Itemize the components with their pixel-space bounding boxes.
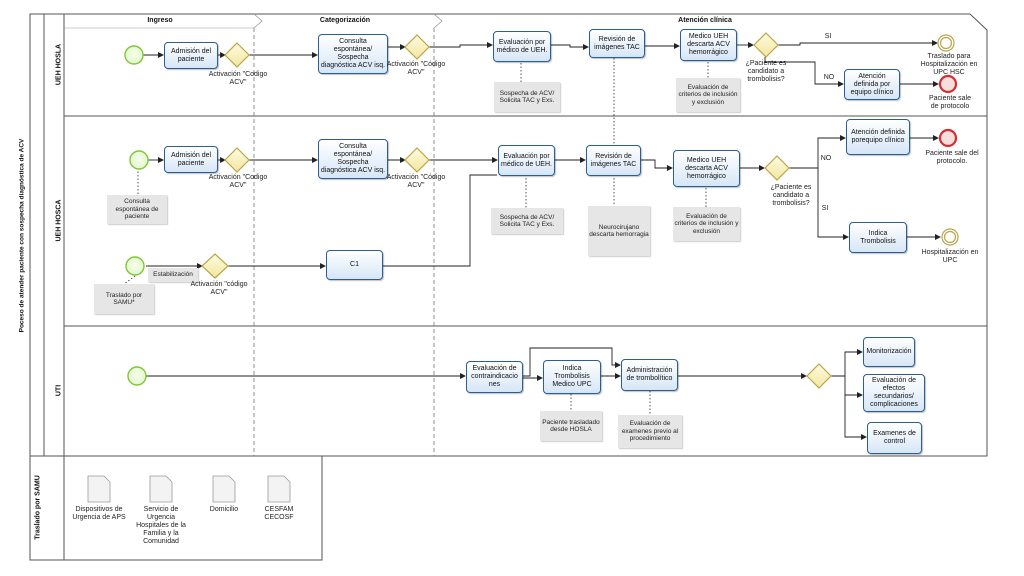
annotation-estabilizacion: Estabilización [148, 268, 198, 282]
task-evaluacion-2[interactable]: Evaluación por médico de UEH. [498, 145, 555, 176]
gateway-activacion-2 [404, 34, 430, 60]
label-activacion-1: Activación "Codigo ACV" [208, 71, 268, 86]
lane-samu: Traslado por SAMU [34, 475, 42, 540]
lane-uehhosla: UEH HOSLA [55, 43, 63, 86]
gateway-activacion-5 [201, 253, 229, 279]
gateway-activacion-1 [224, 42, 250, 68]
label-candidato-2: ¿Paciente es candidato a trombolisis? [770, 184, 812, 207]
gateways [201, 32, 832, 389]
task-admision-1[interactable]: Admisión del paciente [164, 42, 218, 69]
gateway-activacion-4 [404, 147, 430, 173]
label-si-1: SI [824, 33, 832, 40]
doc-label-servicio-urgencia: Servicio de Urgencia Hospitales de la Fa… [136, 506, 186, 545]
end-event-sale-protocolo-2 [938, 128, 958, 148]
task-medico-1[interactable]: Medico UEH descarta ACV hemorrágico [680, 29, 737, 61]
task-administracion[interactable]: Administración de trombolítico [621, 359, 678, 391]
annotation-paciente-trasladado: Paciente trasladado desde HOSLA [540, 411, 602, 441]
task-indica-medico-upc[interactable]: Indica Trombolisis Medico UPC [543, 360, 601, 394]
task-atencion-2[interactable]: Atención definida porequipo clínico [846, 119, 910, 155]
associations [123, 58, 709, 415]
samu-pool [29, 455, 323, 561]
doc-label-aps: Dispositivos de Urgencia de APS [72, 506, 126, 521]
document-icon [149, 475, 173, 503]
doc-label-cesfam: CESFAM CECOSF [264, 506, 294, 521]
annotation-consulta-espontanea: Consulta espontánea de paciente [107, 195, 167, 224]
task-eval-contraindicaciones[interactable]: Evaluación de contraindicacio nes [466, 361, 523, 393]
start-event-samu [125, 256, 145, 276]
label-candidato-1: ¿Paciente es candidato a trombolisis? [745, 60, 787, 83]
lane-uti: UTI [55, 384, 63, 397]
label-no-2: NO [820, 155, 832, 162]
label-activacion-4: Activación "Código ACV" [386, 174, 446, 189]
document-icon [267, 475, 291, 503]
gateway-uti [806, 363, 832, 389]
annotation-traslado-samu: Traslado por SAMU* [94, 284, 154, 314]
label-si-2: SI [821, 205, 829, 212]
document-icons [87, 475, 291, 503]
start-events [124, 45, 149, 386]
annotation-neurocirujano: Neurocirujano descarta hemorragia [588, 206, 650, 256]
start-event-lane2 [129, 150, 149, 170]
label-activacion-2: Activación "Código ACV" [386, 61, 446, 76]
task-medico-2[interactable]: Medico UEH descarta ACV hemorrágico [673, 150, 740, 187]
doc-label-domicilio: Domicilio [209, 506, 239, 513]
gateway-candidato-2 [764, 155, 790, 181]
label-hosp-upc: Hospitalización en UPC [921, 249, 979, 264]
task-evaluacion-1[interactable]: Evaluación por médico de UEH. [493, 31, 551, 62]
task-admision-2[interactable]: Admisión del paciente [164, 146, 218, 173]
gateway-candidato-1 [753, 32, 779, 58]
task-atencion-1[interactable]: Atención definida por equipo clínico [844, 69, 900, 100]
sequence-flows [143, 40, 941, 440]
annotation-criterios-2: Evaluación de criterios de inclusión y e… [673, 207, 740, 241]
end-event-sale-protocolo-1 [938, 74, 958, 94]
task-efectos-secundarios[interactable]: Evaluación de efectos secundarios/ compl… [863, 374, 925, 412]
start-event-uti [127, 366, 147, 386]
phase-atencion-clinica: Atención clínica [678, 17, 732, 24]
task-c1[interactable]: C1 [326, 250, 383, 280]
task-examenes-control[interactable]: Examenes de control [867, 422, 922, 454]
end-events [937, 34, 959, 246]
document-icon [87, 475, 111, 503]
task-consulta-2[interactable]: Consulta espontánea/ Sospecha diagnóstic… [318, 139, 388, 179]
task-indica-trombolisis[interactable]: Indica Trombolisis [849, 222, 907, 253]
annotation-sospecha-2: Sospecha de ACV/ Solicita TAC y Exs. [491, 208, 563, 234]
label-sale-protocolo-1: Paciente sale de protocolo [928, 95, 972, 110]
pool [29, 13, 988, 457]
pool-title: Poceso de atender paciente con sospecha … [18, 138, 26, 333]
task-revision-1[interactable]: Revisión de imágenes TAC [589, 29, 645, 58]
annotation-criterios-1: Evaluación de criterios de inclusión y e… [676, 78, 740, 112]
label-sale-protocolo-2: Paciente sale del protocolo. [925, 150, 979, 165]
annotation-sospecha-1: Sospecha de ACV/ Solicita TAC y Exs. [494, 82, 560, 112]
label-traslado-hsc: Traslado para Hospitalización en UPC HSC [920, 53, 978, 76]
lane-uehhosca: UEH HOSCA [55, 199, 63, 242]
label-activacion-5: Activación "código ACV" [190, 281, 248, 296]
document-icon [212, 475, 236, 503]
label-no-1: NO [823, 74, 835, 81]
gateway-activacion-3 [224, 147, 250, 173]
phase-ingreso: Ingreso [147, 17, 173, 24]
task-revision-2[interactable]: Revisión de imágenes TAC [586, 145, 641, 176]
label-activacion-3: Activación "Codigo ACV" [208, 174, 268, 189]
start-event-lane1 [124, 45, 144, 65]
task-consulta-1[interactable]: Consulta espontánea/ Sospecha diagnóstic… [318, 34, 388, 74]
phase-categorizacion: Categorización [319, 17, 371, 24]
task-monitorizacion[interactable]: Monitorización [863, 337, 915, 367]
annotation-eval-examenes: Evaluación de examenes previo al procedi… [618, 415, 682, 448]
